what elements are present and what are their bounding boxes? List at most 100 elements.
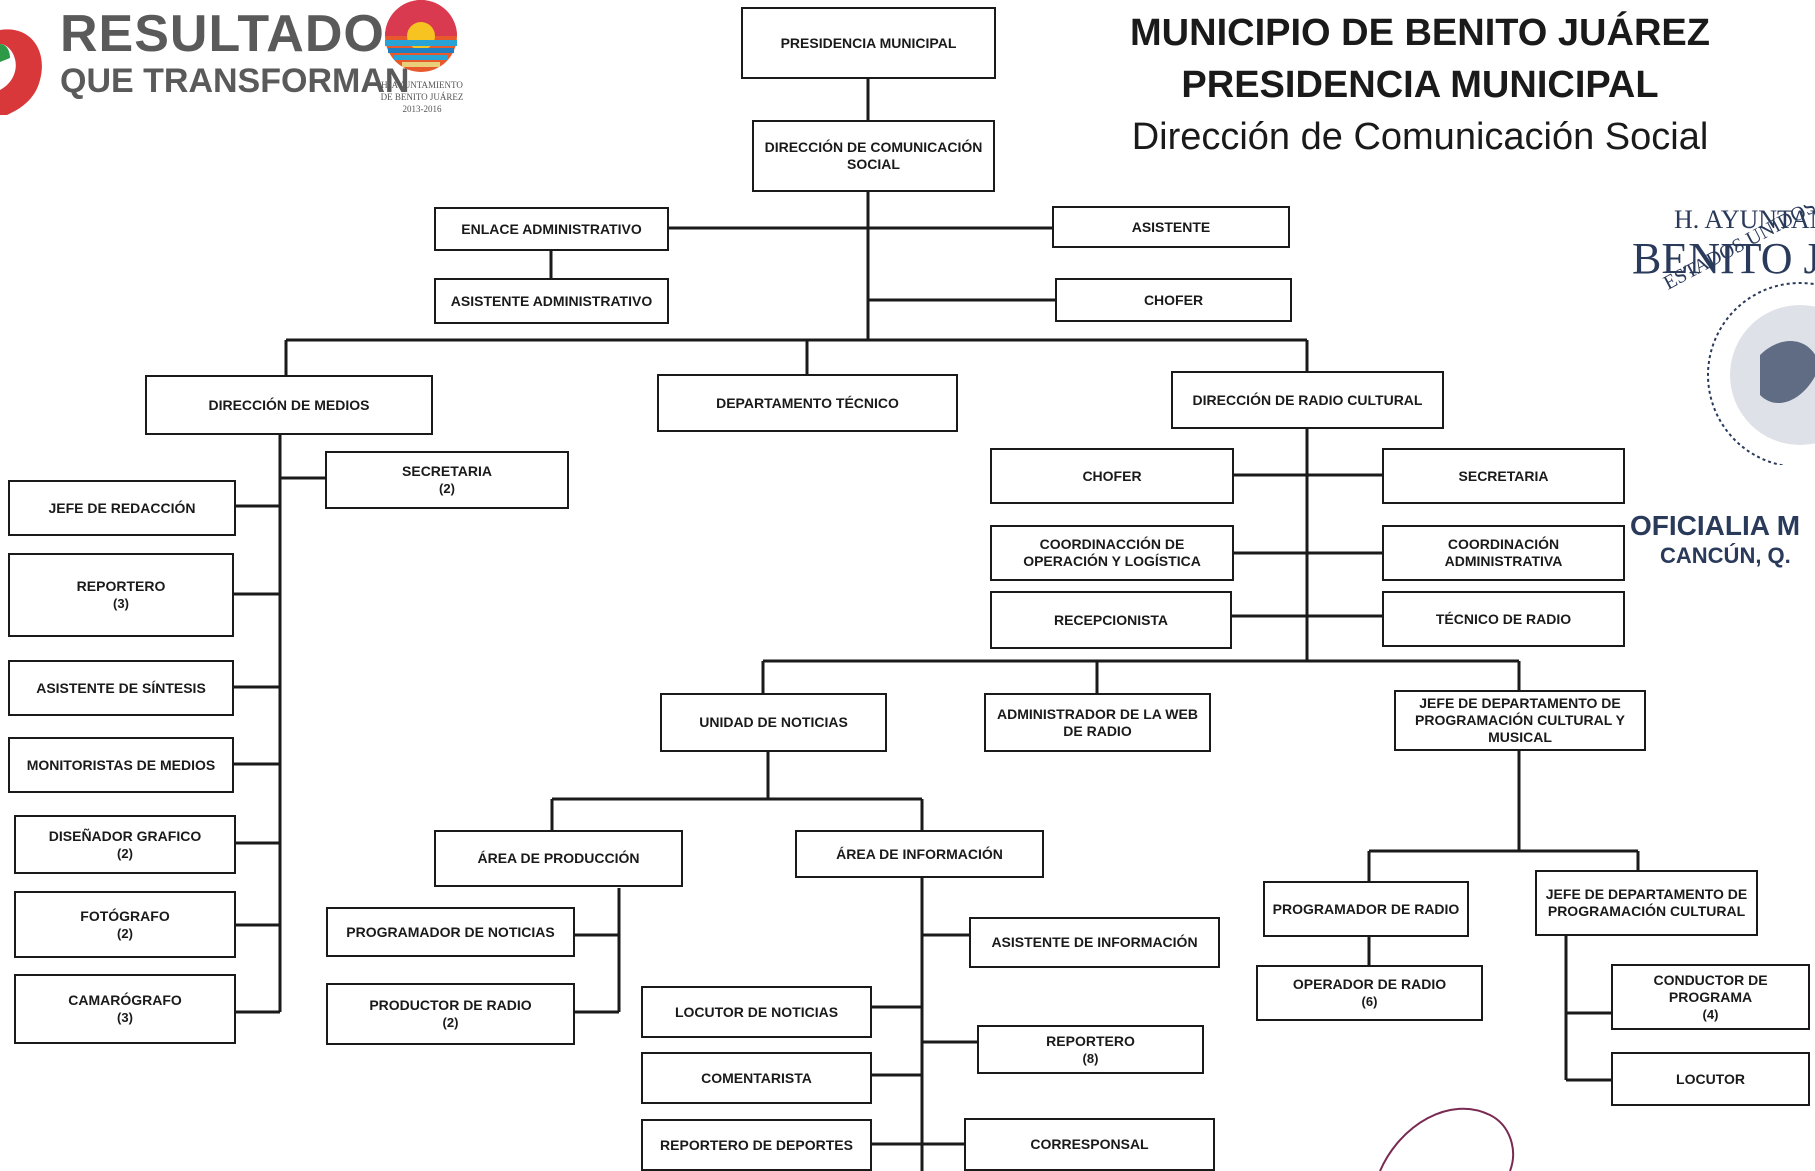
node-unidad-de-noticias: UNIDAD DE NOTICIAS (660, 693, 887, 752)
node-chofer-top: CHOFER (1055, 278, 1292, 322)
node-count: (6) (1361, 994, 1378, 1009)
node-presidencia-municipal: PRESIDENCIA MUNICIPAL (741, 7, 996, 79)
node-departamento-tecnico: DEPARTAMENTO TÉCNICO (657, 374, 958, 432)
node-label: LOCUTOR DE NOTICIAS (674, 1003, 839, 1020)
node-secretaria-radio: SECRETARIA (1382, 448, 1625, 504)
seal-line-2: BENITO JU (1632, 234, 1815, 283)
header-title-1: MUNICIPIO DE BENITO JUÁREZ (1130, 12, 1710, 54)
node-productor-de-radio: PRODUCTOR DE RADIO (2) (326, 983, 575, 1045)
node-fotografo: FOTÓGRAFO (2) (14, 891, 236, 958)
node-count: (3) (113, 596, 129, 611)
seal-line-1: H. AYUNTAMI (1674, 205, 1815, 234)
node-asistente-de-sintesis: ASISTENTE DE SÍNTESIS (8, 660, 234, 716)
node-reportero-informacion: REPORTERO (8) (977, 1025, 1204, 1074)
emblem-caption-2: DE BENITO JUÁREZ (380, 92, 464, 102)
seal-line-3: OFICIALIA M (1630, 510, 1801, 541)
node-label: REPORTERO DE DEPORTES (660, 1136, 853, 1153)
seal-eagle-icon (1707, 282, 1815, 465)
node-label: DIRECCIÓN DE RADIO CULTURAL (1192, 391, 1423, 408)
node-label: FOTÓGRAFO (80, 907, 170, 924)
node-count: (2) (117, 845, 133, 861)
node-label: SECRETARIA (402, 463, 492, 479)
node-label: PRESIDENCIA MUNICIPAL (780, 34, 957, 51)
node-label: CONDUCTOR DE PROGRAMA (1653, 971, 1768, 1005)
node-area-de-informacion: ÁREA DE INFORMACIÓN (795, 830, 1044, 878)
node-jefe-de-redaccion: JEFE DE REDACCIÓN (8, 480, 236, 536)
emblem-caption-3: 2013-2016 (402, 104, 442, 114)
node-count: (2) (442, 1015, 459, 1030)
node-label: JEFE DE REDACCIÓN (48, 499, 196, 516)
node-label: ADMINISTRADOR DE LA WEB DE RADIO (997, 705, 1198, 739)
node-programador-de-radio: PROGRAMADOR DE RADIO (1263, 881, 1469, 937)
emblem-caption-1: H. AYUNTAMIENTO (381, 80, 463, 90)
node-label: PROGRAMADOR DE RADIO (1272, 900, 1460, 917)
node-administrador-web-radio: ADMINISTRADOR DE LA WEB DE RADIO (984, 693, 1211, 752)
node-tecnico-de-radio: TÉCNICO DE RADIO (1382, 591, 1625, 647)
node-operador-de-radio: OPERADOR DE RADIO (6) (1256, 965, 1483, 1021)
node-direccion-de-medios: DIRECCIÓN DE MEDIOS (145, 375, 433, 435)
node-label: COORDINACIÓN ADMINISTRATIVA (1444, 536, 1563, 569)
node-asistente-de-informacion: ASISTENTE DE INFORMACIÓN (969, 917, 1220, 968)
node-conductor-de-programa: CONDUCTOR DE PROGRAMA (4) (1611, 964, 1810, 1030)
seal-line-4: CANCÚN, Q. (1660, 543, 1791, 568)
node-jefe-programacion-cultural-musical: JEFE DE DEPARTAMENTO DE PROGRAMACIÓN CUL… (1394, 690, 1646, 751)
node-area-de-produccion: ÁREA DE PRODUCCIÓN (434, 830, 683, 887)
node-label: CHOFER (1143, 291, 1204, 308)
node-label: OPERADOR DE RADIO (1292, 976, 1447, 992)
node-label: DISEÑADOR GRAFICO (48, 827, 202, 844)
node-asistente-administrativo: ASISTENTE ADMINISTRATIVO (434, 278, 669, 324)
node-label: CHOFER (1082, 467, 1142, 484)
node-jefe-programacion-cultural: JEFE DE DEPARTAMENTO DE PROGRAMACIÓN CUL… (1535, 870, 1758, 936)
node-coordinacion-operacion-logistica: COORDINACCIÓN DE OPERACIÓN Y LOGÍSTICA (990, 525, 1234, 581)
node-recepcionista: RECEPCIONISTA (990, 591, 1232, 649)
node-count: (3) (117, 1010, 133, 1025)
node-label: REPORTERO (1046, 1032, 1135, 1049)
brand-line-2: QUE TRANSFORMAN (60, 62, 410, 100)
node-label: PROGRAMADOR DE NOTICIAS (346, 923, 555, 940)
node-label: ASISTENTE (1131, 218, 1211, 235)
node-label: LOCUTOR (1676, 1070, 1745, 1087)
brand-swoosh-icon (0, 29, 42, 115)
node-label: ASISTENTE DE SÍNTESIS (36, 679, 206, 696)
node-label: MONITORISTAS DE MEDIOS (26, 756, 216, 773)
node-label: RECEPCIONISTA (1053, 611, 1169, 628)
node-comentarista: COMENTARISTA (641, 1052, 872, 1104)
node-label: COMENTARISTA (701, 1069, 812, 1086)
node-label: SECRETARIA (1458, 467, 1549, 484)
node-label: UNIDAD DE NOTICIAS (699, 714, 848, 730)
node-direccion-comunicacion-social: DIRECCIÓN DE COMUNICACIÓN SOCIAL (752, 120, 995, 192)
node-count: (2) (117, 925, 133, 941)
node-camarografo: CAMARÓGRAFO (3) (14, 974, 236, 1044)
node-label: ASISTENTE DE INFORMACIÓN (991, 934, 1198, 950)
node-label: DEPARTAMENTO TÉCNICO (716, 394, 899, 411)
node-label: CAMARÓGRAFO (68, 992, 182, 1008)
node-label: TÉCNICO DE RADIO (1435, 610, 1572, 627)
brand-line-1: RESULTADOS (60, 5, 421, 63)
node-label: PRODUCTOR DE RADIO (369, 997, 532, 1013)
node-programador-de-noticias: PROGRAMADOR DE NOTICIAS (326, 907, 575, 957)
node-count: (2) (439, 481, 455, 496)
node-coordinacion-administrativa: COORDINACIÓN ADMINISTRATIVA (1382, 525, 1625, 581)
node-label: JEFE DE DEPARTAMENTO DE PROGRAMACIÓN CUL… (1545, 886, 1748, 919)
header-title-2: PRESIDENCIA MUNICIPAL (1181, 64, 1659, 106)
node-label: ÁREA DE INFORMACIÓN (836, 845, 1003, 862)
node-monitoristas-de-medios: MONITORISTAS DE MEDIOS (8, 737, 234, 793)
node-label: JEFE DE DEPARTAMENTO DE PROGRAMACIÓN CUL… (1415, 695, 1625, 745)
node-secretaria-medios: SECRETARIA (2) (325, 451, 569, 509)
node-reportero-medios: REPORTERO (3) (8, 553, 234, 637)
stamp-mark-icon (1379, 1107, 1515, 1171)
node-label: ÁREA DE PRODUCCIÓN (477, 850, 640, 866)
node-label: DIRECCIÓN DE COMUNICACIÓN SOCIAL (764, 139, 983, 172)
node-label: ASISTENTE ADMINISTRATIVO (450, 292, 653, 309)
node-reportero-de-deportes: REPORTERO DE DEPORTES (641, 1119, 872, 1171)
node-disenador-grafico: DISEÑADOR GRAFICO (2) (14, 815, 236, 874)
node-locutor-de-noticias: LOCUTOR DE NOTICIAS (641, 986, 872, 1038)
node-label: ENLACE ADMINISTRATIVO (461, 220, 642, 237)
node-label: COORDINACCIÓN DE OPERACIÓN Y LOGÍSTICA (1023, 536, 1201, 569)
node-chofer-radio: CHOFER (990, 448, 1234, 504)
header-subtitle: Dirección de Comunicación Social (1131, 116, 1709, 158)
official-seal: H. AYUNTAMI BENITO JU ESTADOS UNIDOS OFI… (1630, 205, 1815, 585)
node-count: (8) (1082, 1050, 1099, 1066)
node-label: REPORTERO (76, 578, 166, 594)
